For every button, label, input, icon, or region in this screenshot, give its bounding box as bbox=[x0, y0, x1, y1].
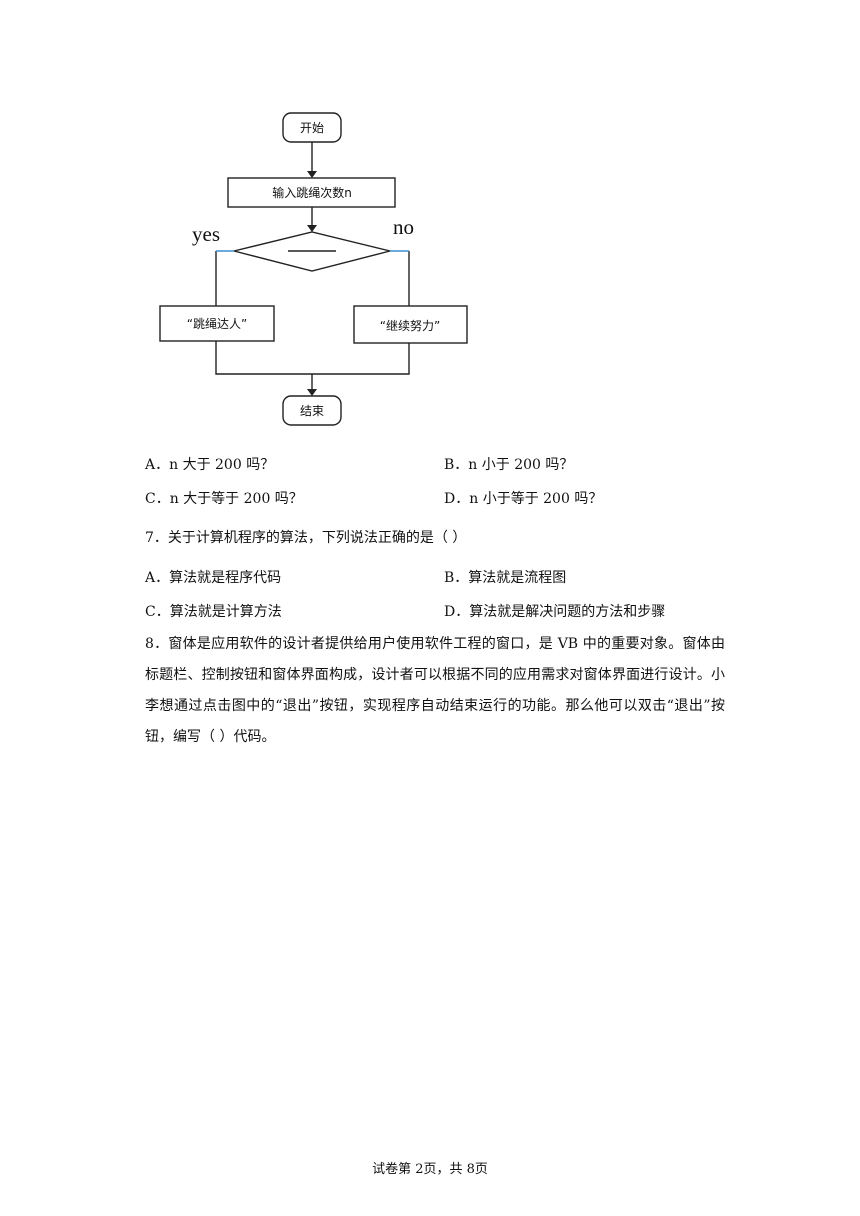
q6-option-d: D．n 小于等于 200 吗？ bbox=[444, 491, 603, 507]
yes-output-label: “跳绳达人” bbox=[187, 317, 247, 331]
merge-line bbox=[215, 341, 410, 375]
start-label: 开始 bbox=[300, 121, 324, 135]
yes-output-box bbox=[159, 305, 275, 342]
q6-option-c: C．n 大于等于 200 吗？ bbox=[145, 491, 303, 507]
q6-option-a: A．n 大于 200 吗？ bbox=[145, 457, 275, 473]
q7-stem: 7．关于计算机程序的算法，下列说法正确的是（ ） bbox=[145, 530, 467, 546]
arrowhead-input bbox=[307, 171, 317, 178]
arrowhead-end bbox=[307, 389, 317, 396]
no-output-label: “继续努力” bbox=[380, 318, 440, 333]
page-footer: 试卷第 2页，共 8页 bbox=[372, 1162, 488, 1177]
yes-label: yes bbox=[192, 222, 220, 246]
arrowhead-decision bbox=[307, 225, 317, 232]
q7-option-c: C．算法就是计算方法 bbox=[145, 604, 282, 620]
input-label: 输入跳绳次数n bbox=[272, 185, 352, 200]
no-output-box bbox=[353, 305, 468, 344]
q8-stem: 8．窗体是应用软件的设计者提供给用户使用软件工程的窗口，是 VB 中的重要对象。… bbox=[145, 636, 725, 745]
q7-option-d: D．算法就是解决问题的方法和步骤 bbox=[444, 604, 666, 620]
q6-option-b: B．n 小于 200 吗？ bbox=[444, 457, 574, 473]
no-label: no bbox=[393, 215, 414, 239]
q7-option-a: A．算法就是程序代码 bbox=[145, 570, 282, 586]
flowchart: 开始 输入跳绳次数n yes no “跳绳达人” “继续努力” 结束 bbox=[159, 112, 468, 426]
end-label: 结束 bbox=[300, 404, 324, 418]
q7-option-b: B．算法就是流程图 bbox=[444, 570, 567, 586]
